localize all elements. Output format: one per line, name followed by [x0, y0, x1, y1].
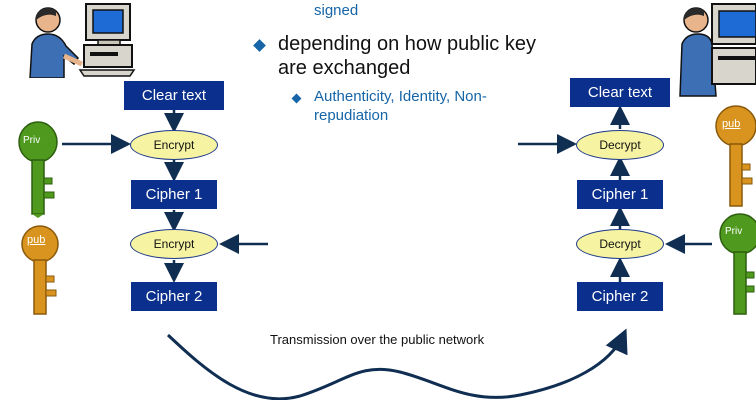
sender-encrypt-2: Encrypt [130, 229, 218, 259]
receiver-decrypt-2: Decrypt [576, 229, 664, 259]
key-label-priv: Priv [725, 226, 743, 237]
key-icon: pub [20, 224, 62, 318]
key-icon: Priv [718, 212, 756, 322]
person-at-computer-icon [29, 3, 136, 78]
sender-cipher2-box: Cipher 2 [131, 282, 217, 311]
bullet-signed-fragment: signed [314, 2, 359, 19]
person-at-computer-icon [679, 3, 756, 97]
receiver-cipher2-box: Cipher 2 [577, 282, 663, 311]
bullet-level2-line1: Authenticity, Identity, Non- [314, 88, 487, 105]
bullet-level1-line2: are exchanged [278, 57, 411, 79]
receiver-clear-text-box: Clear text [570, 78, 670, 107]
receiver-key-top-clip: pub [714, 104, 756, 214]
receiver-key-bottom-clip: Priv [718, 212, 756, 322]
key-label-priv: Priv [23, 135, 41, 146]
bullet-level2-line2: repudiation [314, 107, 389, 124]
key-icon: pub [714, 104, 756, 214]
network-label: Transmission over the public network [270, 332, 485, 347]
receiver-cipher1-box: Cipher 1 [577, 180, 663, 209]
sender-clear-text-box: Clear text [124, 81, 224, 110]
key-icon: Priv [18, 120, 62, 218]
key-label-pub: pub [722, 118, 741, 130]
key-label-pub: pub [27, 234, 46, 246]
sender-encrypt-1: Encrypt [130, 130, 218, 160]
receiver-decrypt-1: Decrypt [576, 130, 664, 160]
transmission-wave [166, 328, 628, 400]
sender-cipher1-box: Cipher 1 [131, 180, 217, 209]
bullet-level1-line1: depending on how public key [278, 33, 536, 55]
